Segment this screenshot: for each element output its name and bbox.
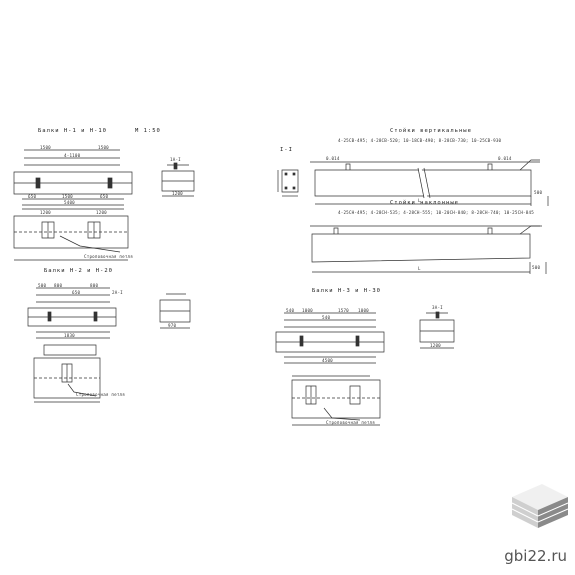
beam-n2-plan [34, 345, 100, 402]
dim-label: 1000 [358, 308, 369, 313]
dim-label: 650 [100, 194, 109, 199]
beam-n3-elevation [276, 313, 384, 363]
beam-n2-title: Балки Н-2 и Н-20 [44, 268, 113, 274]
section-title: I-I [280, 147, 293, 153]
dim-label: 1830 [64, 333, 75, 338]
posts-inclined-list: 4-25СН-495; 4-28СН-535; 4-28СН-555; 10-2… [338, 210, 534, 215]
posts-inclined-title: Стойки наклонные [390, 200, 459, 206]
dim-label: 1570 [338, 308, 349, 313]
post-mark-label: 0.014 [498, 156, 512, 161]
scale-label: М 1:50 [135, 128, 161, 134]
dim-label: 540 [286, 308, 295, 313]
posts-vertical-list: 4-25СВ-495; 4-28СВ-520; 10-18СВ-490; 8-2… [338, 138, 502, 143]
dim-label: 650 [28, 194, 37, 199]
dim-label: 4500 [322, 358, 333, 363]
dim-label: 540 [322, 315, 331, 320]
dim-label: 4-1100 [64, 153, 81, 158]
dim-label: 1200 [40, 210, 51, 215]
cut-label: 3А-I [432, 305, 443, 310]
dim-label: 1500 [98, 145, 109, 150]
section-i-i [278, 170, 298, 196]
post-inclined [310, 226, 546, 274]
watermark-cube-icon [512, 484, 568, 528]
sling-loop-note-3: Строповочная петля [326, 420, 375, 425]
dim-label: 800 [54, 283, 63, 288]
beam-n3-title: Балки Н-3 и Н-30 [312, 288, 381, 294]
cut-label: 2А-I [112, 290, 123, 295]
beam-n1-section [162, 163, 194, 196]
post-end-label: 500 [534, 190, 543, 195]
post-vertical [310, 160, 548, 206]
cut-label: 1А-I [170, 157, 181, 162]
sling-loop-note-1: Строповочная петля [84, 254, 133, 259]
watermark-text: gbi22.ru [504, 547, 567, 565]
beam-n2-section [160, 294, 190, 328]
dim-label: 1200 [172, 191, 183, 196]
post-mark-label: 0.014 [326, 156, 340, 161]
dim-label: 800 [90, 283, 99, 288]
sling-loop-note-2: Строповочная петля [76, 392, 125, 397]
dim-label: 500 [38, 283, 47, 288]
dim-label: 1200 [96, 210, 107, 215]
beam-n1-elevation [14, 150, 132, 205]
beam-n2-elevation [28, 288, 116, 338]
beam-n1-plan [14, 209, 128, 260]
dim-label: 1000 [302, 308, 313, 313]
dim-label: 1500 [62, 194, 73, 199]
dim-label: 5400 [64, 200, 75, 205]
beam-n1-title: Балки Н-1 и Н-10 [38, 128, 107, 134]
dim-label: 1500 [40, 145, 51, 150]
posts-vertical-title: Стойки вертикальные [390, 128, 472, 134]
beam-n3-section [420, 312, 454, 348]
dim-label: 970 [168, 323, 177, 328]
post-end-label: 500 [532, 265, 541, 270]
post-length-label: L [418, 198, 421, 203]
beam-n3-plan [292, 376, 380, 425]
post-length-label: L [418, 266, 421, 271]
dim-label: 650 [72, 290, 81, 295]
dim-label: 1200 [430, 343, 441, 348]
